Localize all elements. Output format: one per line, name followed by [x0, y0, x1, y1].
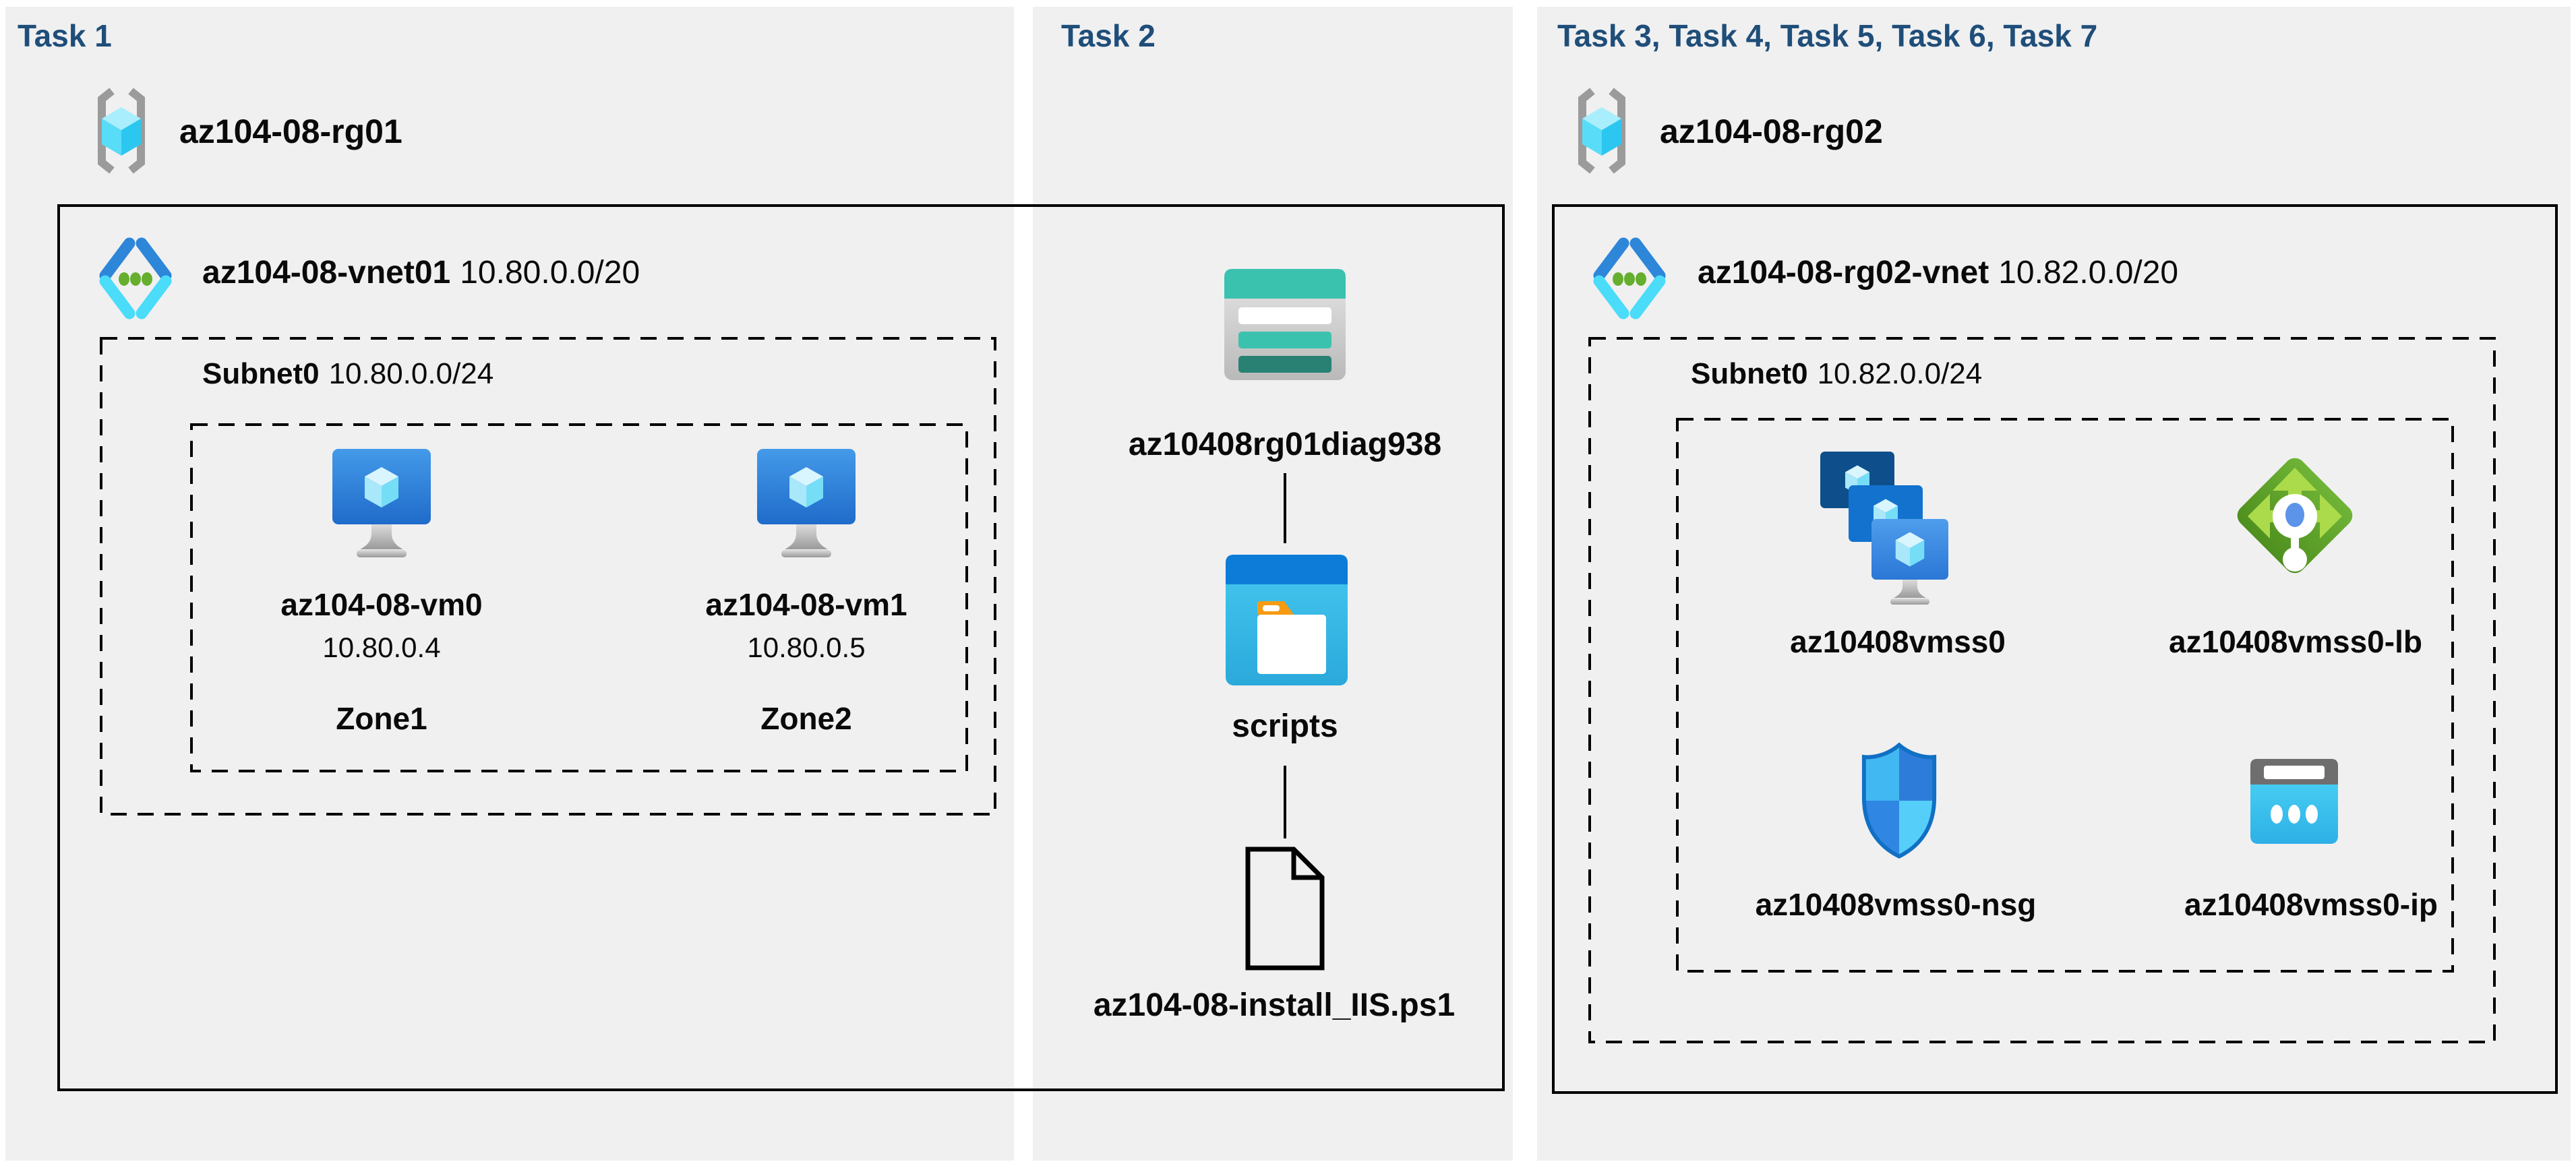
public-ip-icon — [2250, 759, 2338, 844]
vm-scale-set-icon — [1820, 452, 1948, 605]
vm-name: az104-08-vm1 — [705, 587, 907, 622]
panel-task1 — [5, 7, 1014, 1161]
vmss-label: az10408vmss0 — [1790, 624, 2006, 659]
task1-header: Task 1 — [18, 18, 112, 53]
resource-group-icon — [98, 88, 145, 174]
vnet-boundary-box-left — [57, 204, 1505, 1091]
subnet-name: Subnet0 — [202, 357, 320, 390]
load-balancer-icon — [2237, 458, 2353, 574]
blob-container-icon — [1226, 555, 1348, 685]
panel-task3 — [1537, 7, 2571, 1161]
subnet-cidr: 10.80.0.0/24 — [328, 357, 494, 390]
vnet-name: az104-08-rg02-vnet — [1698, 255, 1989, 290]
resource-group-icon — [1578, 88, 1625, 174]
vm-name: az104-08-vm0 — [280, 587, 483, 622]
vm-zone: Zone2 — [760, 701, 852, 736]
virtual-machine-icon — [332, 449, 431, 557]
virtual-network-icon — [99, 237, 172, 319]
vm-zone: Zone1 — [336, 701, 427, 736]
virtual-machine-icon — [757, 449, 856, 557]
file-icon — [1245, 847, 1325, 971]
connector-line — [1284, 766, 1286, 838]
task3-header: Task 3, Task 4, Task 5, Task 6, Task 7 — [1557, 18, 2098, 53]
vnet-label: az104-08-vnet01 10.80.0.0/20 — [202, 254, 640, 291]
vm-ip: 10.80.0.5 — [747, 632, 866, 663]
task2-header: Task 2 — [1061, 18, 1156, 53]
virtual-network-icon — [1593, 237, 1666, 319]
vnet-label: az104-08-rg02-vnet 10.82.0.0/20 — [1698, 254, 2178, 291]
subnet-cidr: 10.82.0.0/24 — [1817, 357, 1983, 390]
load-balancer-label: az10408vmss0-lb — [2169, 624, 2422, 659]
public-ip-label: az10408vmss0-ip — [2184, 887, 2438, 922]
nsg-label: az10408vmss0-nsg — [1755, 887, 2037, 922]
nsg-shield-icon — [1861, 742, 1937, 859]
file-label: az104-08-install_IIS.ps1 — [1093, 987, 1456, 1023]
connector-line — [1284, 473, 1286, 543]
vnet-boundary-box-right — [1552, 204, 2558, 1094]
vm-ip: 10.80.0.4 — [322, 632, 441, 663]
vnet-name: az104-08-vnet01 — [202, 255, 451, 290]
vnet-cidr: 10.80.0.0/20 — [460, 255, 640, 290]
resource-group-label: az104-08-rg02 — [1660, 113, 1883, 150]
container-label: scripts — [1232, 708, 1338, 744]
storage-account-icon — [1224, 269, 1346, 380]
resource-group-label: az104-08-rg01 — [179, 113, 402, 150]
storage-account-label: az10408rg01diag938 — [1128, 427, 1442, 462]
subnet-name: Subnet0 — [1691, 357, 1808, 390]
subnet-label: Subnet0 10.82.0.0/24 — [1691, 357, 1982, 391]
subnet-box-right — [1588, 337, 2496, 1043]
vmss-group-box — [1676, 418, 2454, 973]
vm-zone-group-box — [190, 423, 968, 772]
subnet-box-left — [100, 337, 996, 816]
vnet-cidr: 10.82.0.0/20 — [1998, 255, 2179, 290]
